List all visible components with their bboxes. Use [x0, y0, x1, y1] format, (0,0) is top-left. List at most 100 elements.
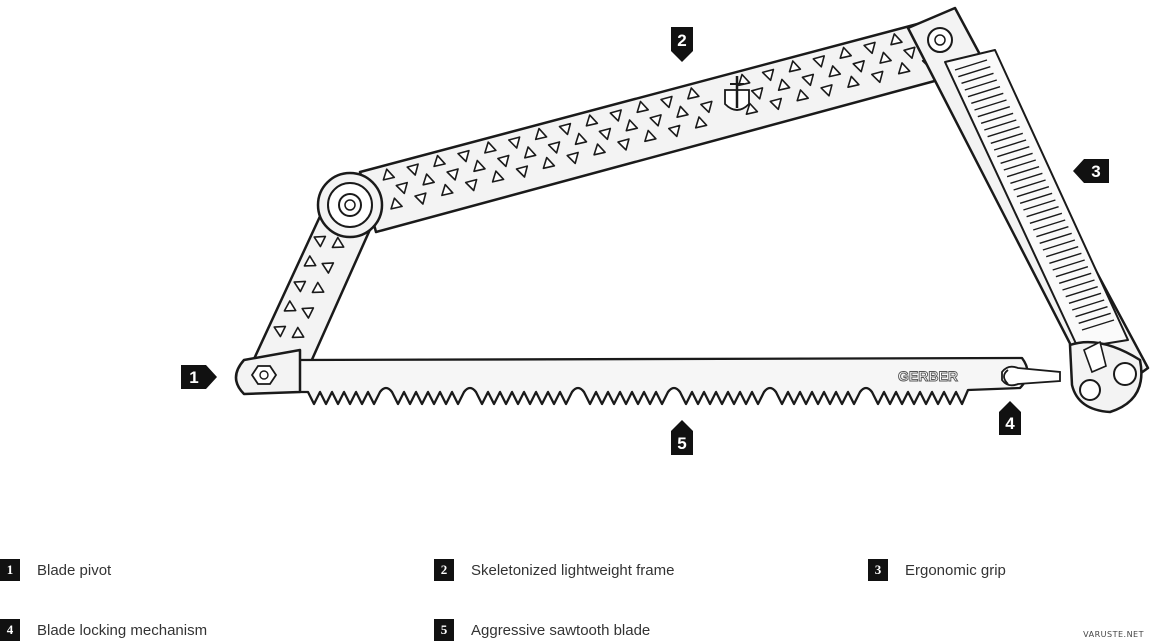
folding-saw-diagram: GERBER 1 2 3 4 5 — [181, 6, 1150, 455]
grip-ridge — [987, 126, 1020, 138]
frame-cutout — [566, 151, 579, 165]
legend-label: Aggressive sawtooth blade — [471, 621, 651, 639]
frame-cutout — [558, 122, 572, 136]
grip-ridge — [958, 66, 991, 78]
grip-ridge — [1013, 179, 1046, 191]
legend-number: 5 — [434, 619, 454, 641]
grip-ridge — [1000, 152, 1033, 164]
frame-cutout — [457, 149, 470, 163]
grip-ridge — [1075, 306, 1108, 318]
legend-label: Blade pivot — [37, 561, 112, 579]
frame-cutout — [390, 197, 403, 210]
frame-cutout — [694, 116, 708, 129]
frame-cutout — [598, 127, 612, 141]
frame-cutout — [473, 159, 486, 173]
frame-cutout — [847, 75, 860, 88]
frame-cutout — [291, 326, 305, 339]
grip-ridge — [984, 119, 1017, 131]
svg-text:4: 4 — [1005, 414, 1015, 433]
frame-cutout — [331, 236, 345, 249]
callout-marker-4: 4 — [999, 401, 1021, 435]
grip-ridge — [1068, 292, 1102, 304]
frame-cutout — [534, 127, 548, 141]
grip-ridge — [1026, 206, 1059, 218]
frame-cutout — [687, 87, 700, 100]
frame-cutout — [828, 65, 842, 78]
grip-ridge — [993, 139, 1027, 151]
frame-cutout — [441, 183, 454, 197]
frame-cutout — [414, 192, 427, 205]
frame-cutout — [700, 100, 713, 114]
grip-ridge — [1032, 219, 1066, 231]
legend-label: Skeletonized lightweight frame — [471, 561, 675, 579]
grip-ridge — [974, 99, 1007, 111]
frame-cutout — [737, 73, 751, 87]
legend-number: 3 — [868, 559, 888, 581]
grip-ridge — [1036, 226, 1069, 238]
legend-item-5: 5 Aggressive sawtooth blade — [434, 618, 650, 642]
legend-item-4: 4 Blade locking mechanism — [0, 618, 207, 642]
svg-text:1: 1 — [189, 368, 198, 387]
frame-cutout — [788, 60, 802, 73]
grip-ridge — [954, 59, 988, 71]
legend-label: Blade locking mechanism — [37, 621, 208, 639]
frame-cutout — [273, 325, 287, 338]
grip-ridge — [1039, 232, 1072, 244]
gerber-logo-icon — [724, 76, 750, 111]
frame-cutout — [446, 168, 459, 181]
callout-marker-5: 5 — [671, 420, 693, 455]
grip-ridge — [1065, 286, 1098, 298]
callout-marker-3: 3 — [1073, 159, 1109, 183]
frame-cutout — [870, 70, 884, 84]
frame-cutout — [301, 307, 315, 319]
grip-ridge — [977, 106, 1011, 118]
frame-cutout — [777, 78, 791, 91]
frame-cutout — [574, 132, 588, 146]
grip-ridge — [997, 146, 1030, 158]
frame-cutout — [406, 163, 419, 176]
grip-ridge — [964, 79, 998, 91]
grip-ridge — [1062, 279, 1095, 291]
watermark: VARUSTE.NET — [1083, 630, 1144, 639]
grip-ridge — [1029, 212, 1063, 224]
frame-cutout — [649, 114, 662, 127]
blade-brand-text: GERBER — [898, 368, 958, 384]
legend: 1 Blade pivot 2 Skeletonized lightweight… — [0, 548, 1152, 641]
frame-cutout — [303, 255, 317, 267]
frame-cutout — [395, 181, 409, 195]
grip-ridge — [1023, 199, 1056, 211]
frame-cutout — [625, 119, 639, 132]
frame-cutout — [879, 51, 892, 64]
frame-cutout — [321, 262, 335, 274]
frame-cutout — [497, 154, 510, 168]
frame-cutout — [801, 73, 815, 87]
grip-ridge — [1006, 166, 1040, 178]
legend-number: 2 — [434, 559, 454, 581]
svg-text:2: 2 — [677, 31, 686, 50]
frame-cutout — [523, 146, 537, 159]
grip-ridge — [1071, 299, 1105, 311]
grip-ridge — [1010, 172, 1043, 184]
frame-cutout — [769, 97, 783, 111]
frame-cutout — [820, 84, 833, 97]
legend-item-1: 1 Blade pivot — [0, 558, 111, 582]
frame-cutout — [617, 138, 630, 151]
frame-cutout — [750, 87, 764, 100]
blade-pivot-bolt — [234, 348, 302, 396]
legend-label: Ergonomic grip — [905, 561, 1006, 579]
frame-cutout — [636, 100, 650, 114]
grip-ridge — [990, 132, 1024, 144]
legend-item-2: 2 Skeletonized lightweight frame — [434, 558, 674, 582]
frame-cutout — [897, 62, 911, 75]
grip-ridge — [971, 92, 1004, 104]
callout-marker-1: 1 — [181, 365, 217, 389]
frame-cutout — [484, 141, 497, 154]
frame-cutout — [609, 109, 622, 122]
frame-cutout — [796, 89, 810, 102]
frame-cutout — [293, 280, 307, 293]
grip-ridge — [1042, 239, 1076, 251]
grip-ridge — [980, 112, 1014, 124]
grip-ridge — [1055, 266, 1089, 278]
frame-cutout — [676, 105, 689, 118]
frame-cutout — [507, 136, 521, 149]
